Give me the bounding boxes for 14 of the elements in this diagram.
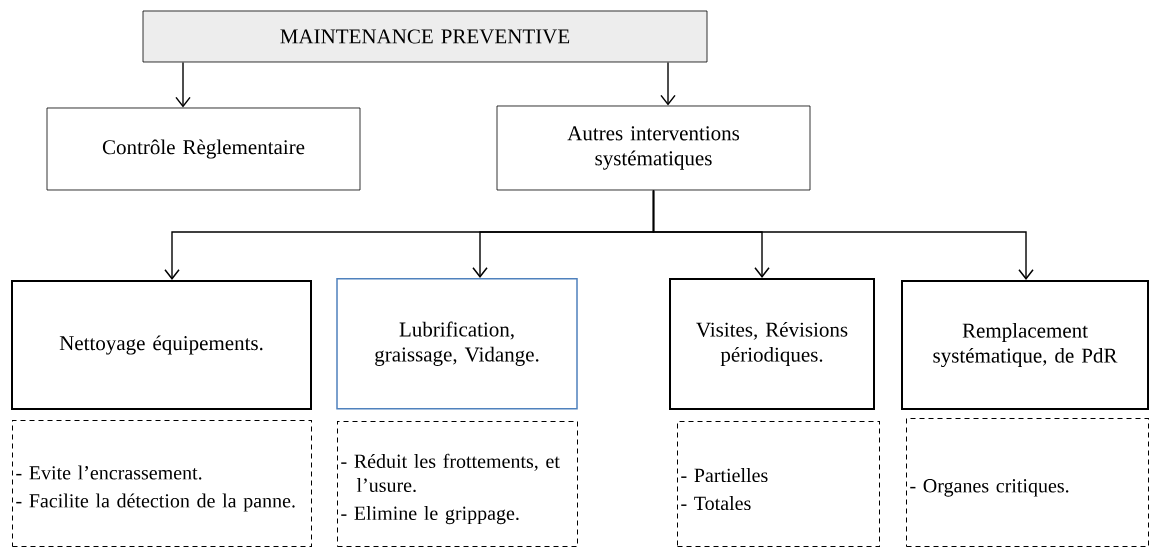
note-box: - Evite l’encrassement. - Facilite la détection de la panne. bbox=[12, 420, 312, 547]
process-box: Contrôle Règlementaire bbox=[46, 107, 361, 191]
arrow bbox=[652, 189, 1034, 280]
process-box: Visites, Révisions périodiques. bbox=[669, 278, 875, 410]
title-box: MAINTENANCE PREVENTIVE bbox=[142, 10, 708, 63]
process-box: Nettoyage équipements. bbox=[11, 280, 312, 410]
process-box: Remplacement systématique, de PdR bbox=[901, 280, 1149, 410]
arrow bbox=[175, 61, 191, 108]
arrow bbox=[660, 61, 676, 106]
note-box: - Organes critiques. bbox=[906, 418, 1149, 547]
process-box: Autres interventions systématiques bbox=[496, 105, 811, 191]
note-box: - Partielles - Totales bbox=[677, 421, 880, 547]
note-box: - Réduit les frottements, et l’usure. - Elimine le grippage. bbox=[337, 421, 578, 547]
process-box: Lubrification, graissage, Vidange. bbox=[336, 278, 578, 410]
